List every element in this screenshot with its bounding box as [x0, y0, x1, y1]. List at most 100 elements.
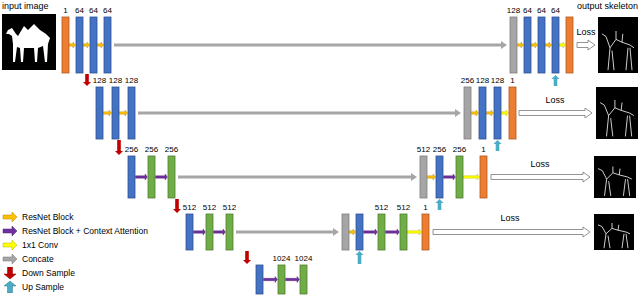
feature-bar — [96, 87, 103, 139]
output-image-bg — [596, 87, 638, 139]
legend-swatch — [2, 267, 18, 279]
skeleton-line — [625, 116, 627, 137]
legend-row: ResNet Block — [2, 210, 74, 224]
channel-number: 1 — [481, 146, 485, 154]
downsample-arrow — [83, 74, 91, 86]
channel-number: 1 — [63, 7, 67, 15]
feature-bar — [436, 156, 443, 198]
block-arrow — [444, 174, 456, 180]
legend-arrow — [4, 281, 16, 293]
legend-text: ResNet Block — [22, 213, 74, 222]
legend-swatch — [2, 253, 18, 265]
channel-number: 512 — [183, 204, 196, 212]
upsample-arrow — [494, 140, 502, 151]
legend-row: Concate — [2, 252, 54, 266]
channel-number: 64 — [537, 7, 546, 15]
channel-number: 128 — [93, 77, 106, 85]
feature-bar — [62, 17, 69, 73]
feature-bar — [342, 214, 349, 250]
legend-text: ResNet Block + Context Attention — [22, 227, 148, 236]
feature-bar — [422, 214, 429, 250]
channel-number: 1 — [423, 204, 427, 212]
block-arrow — [518, 42, 524, 48]
skeleton-line — [621, 103, 623, 111]
skeleton-line — [630, 48, 632, 70]
feature-bar — [494, 87, 501, 139]
skeleton-line — [608, 48, 610, 70]
skip-arrow — [178, 173, 417, 181]
output-image-bg — [594, 156, 636, 198]
skeleton-line — [614, 100, 615, 108]
channel-number: 128 — [491, 77, 504, 85]
skeleton-line — [612, 223, 613, 228]
downsample-arrow — [243, 251, 251, 264]
skeleton-line — [618, 225, 620, 230]
feature-bar — [128, 156, 135, 198]
loss-label: Loss — [530, 160, 549, 169]
feature-bar — [186, 214, 193, 250]
feature-bar — [479, 87, 486, 139]
block-arrow — [487, 110, 494, 116]
block-arrow — [70, 42, 76, 48]
channel-number: 128 — [125, 77, 138, 85]
block-arrow — [502, 110, 509, 116]
skeleton-line — [607, 116, 609, 137]
feature-bar — [524, 17, 531, 73]
legend-swatch — [2, 239, 18, 251]
block-arrow — [560, 42, 566, 48]
loss-label: Loss — [500, 214, 519, 223]
feature-bar — [464, 87, 471, 139]
channel-number: 256 — [125, 146, 138, 154]
camel-silhouette — [6, 24, 50, 62]
skeleton-line — [616, 31, 617, 39]
legend-arrow — [3, 240, 17, 250]
block-arrow — [98, 42, 104, 48]
channel-number: 64 — [89, 7, 98, 15]
skeleton-line — [600, 103, 608, 116]
channel-number: 256 — [145, 146, 158, 154]
feature-bar — [90, 17, 97, 73]
image-caption: output skeleton — [577, 2, 638, 11]
channel-number: 128 — [507, 7, 520, 15]
channel-number: 256 — [165, 146, 178, 154]
block-arrow — [408, 229, 422, 235]
feature-bar — [104, 17, 111, 73]
loss-label: Loss — [545, 96, 564, 105]
legend-text: Concate — [22, 255, 54, 264]
feature-bar — [356, 214, 363, 250]
channel-number: 256 — [433, 146, 446, 154]
feature-bar — [480, 156, 487, 198]
skeleton-line — [598, 225, 606, 234]
channel-number: 512 — [397, 204, 410, 212]
feature-bar — [148, 156, 155, 198]
block-arrow — [136, 174, 148, 180]
channel-number: 128 — [476, 77, 489, 85]
loss-arrow — [433, 227, 590, 237]
output-image-bg — [594, 214, 634, 250]
block-arrow — [264, 277, 278, 283]
upsample-arrow — [552, 75, 560, 86]
loss-arrow — [519, 108, 592, 118]
legend-row: Down Sample — [2, 266, 75, 280]
block-arrow — [194, 229, 206, 235]
skeleton-line — [609, 181, 611, 196]
feature-bar — [112, 87, 119, 139]
feature-bar — [128, 87, 135, 139]
upsample-arrow — [356, 251, 364, 264]
channel-number: 1 — [510, 77, 514, 85]
output-image-bg — [598, 17, 638, 73]
block-arrow — [104, 110, 112, 116]
feature-bar — [300, 265, 307, 294]
channel-number: 512 — [375, 204, 388, 212]
block-arrow — [386, 229, 400, 235]
skeleton-line — [623, 179, 625, 196]
feature-bar — [552, 17, 559, 73]
skeleton-line — [626, 234, 628, 248]
feature-bar — [400, 214, 407, 250]
channel-number: 1024 — [295, 255, 313, 263]
feature-bar — [538, 17, 545, 73]
skeleton-line — [608, 236, 610, 249]
channel-number: 64 — [523, 7, 532, 15]
loss-arrow — [491, 172, 590, 182]
